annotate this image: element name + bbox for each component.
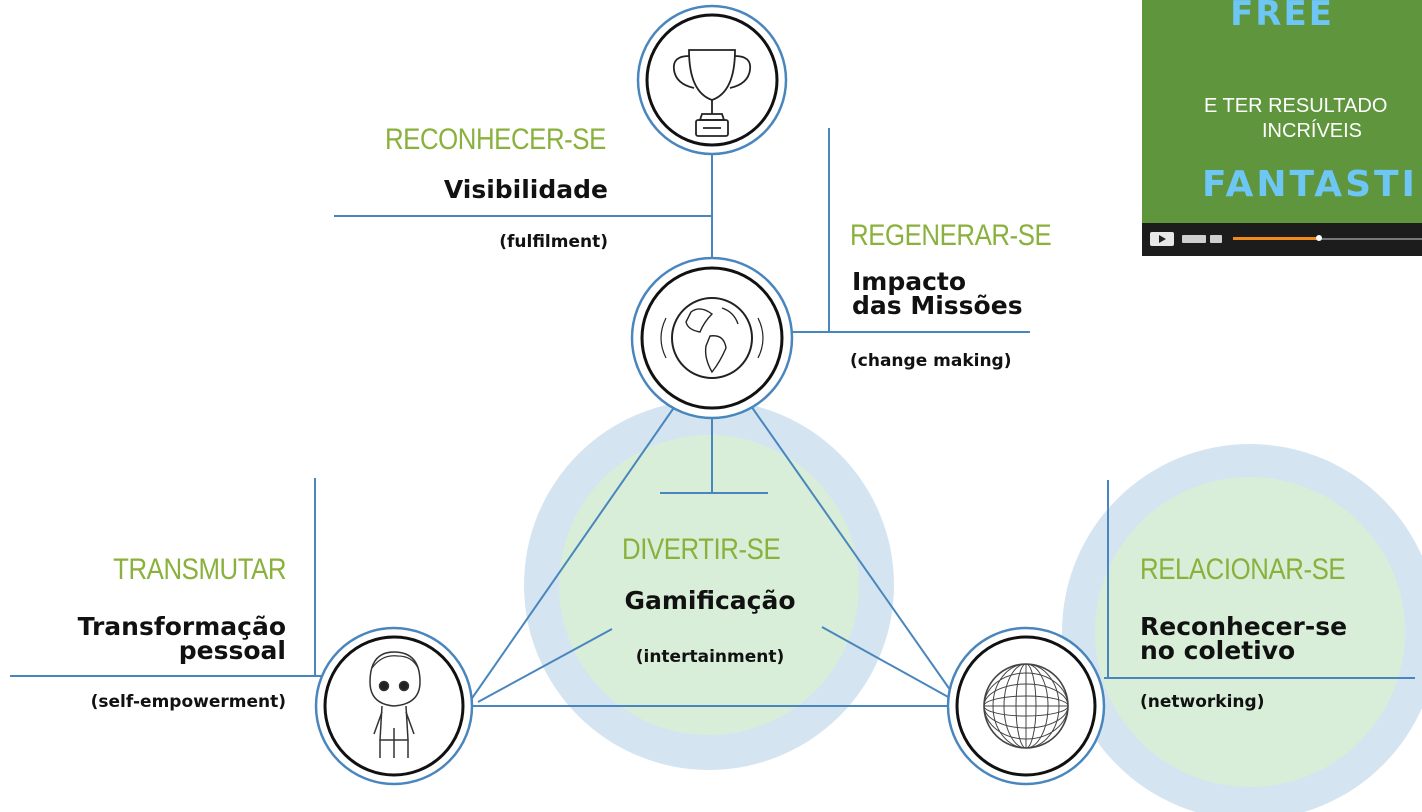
seek-track[interactable] xyxy=(1233,238,1422,240)
divertir-subtitle: (intertainment) xyxy=(635,647,785,667)
transmutar-category: TRANSMUTAR xyxy=(113,553,286,586)
regenerar-title-line2: das Missões xyxy=(852,291,1023,320)
relacionar-subtitle: (networking) xyxy=(1140,692,1265,712)
reconhecer-category: RECONHECER-SE xyxy=(385,123,606,156)
ad-line1: E TER RESULTADO xyxy=(1204,95,1388,117)
relacionar-title-line2: no coletivo xyxy=(1140,636,1296,665)
connector-lines xyxy=(10,128,1415,707)
wire-sphere-icon xyxy=(983,663,1069,749)
trophy-node xyxy=(636,4,788,156)
relacionar-title-line1: Reconhecer-se xyxy=(1140,612,1348,641)
regenerar-category: REGENERAR-SE xyxy=(850,219,1052,252)
transmutar-title-line1: Transformação xyxy=(77,612,286,641)
divertir-category: DIVERTIR-SE xyxy=(622,533,781,566)
seek-progress xyxy=(1233,237,1319,240)
play-icon[interactable] xyxy=(1150,232,1174,246)
transmutar-subtitle: (self-empowerment) xyxy=(90,692,286,712)
ad-word-fantastic: FANTASTI xyxy=(1202,164,1418,205)
figure-icon xyxy=(369,651,421,758)
skip-controls-icon[interactable] xyxy=(1182,235,1206,243)
trophy-icon xyxy=(672,49,752,137)
regenerar-subtitle: (change making) xyxy=(850,351,1012,371)
video-ad[interactable]: FREE E TER RESULTADO INCRÍVEIS FANTASTI xyxy=(1142,0,1422,256)
globe-icon xyxy=(660,297,764,379)
right-halo xyxy=(1062,444,1422,812)
volume-icon[interactable] xyxy=(1210,235,1222,243)
divertir-title: Gamificação xyxy=(624,586,796,615)
ad-line2: INCRÍVEIS xyxy=(1262,120,1363,142)
reconhecer-title: Visibilidade xyxy=(443,175,608,204)
transmutar-title-line2: pessoal xyxy=(178,636,286,665)
reconhecer-subtitle: (fulfilment) xyxy=(499,232,608,252)
globe-node xyxy=(630,256,794,420)
ad-word-free: FREE xyxy=(1230,0,1334,34)
relacionar-category: RELACIONAR-SE xyxy=(1140,553,1346,586)
seek-handle[interactable] xyxy=(1316,235,1322,241)
center-halo xyxy=(524,400,894,770)
regenerar-title-line1: Impacto xyxy=(852,267,967,296)
